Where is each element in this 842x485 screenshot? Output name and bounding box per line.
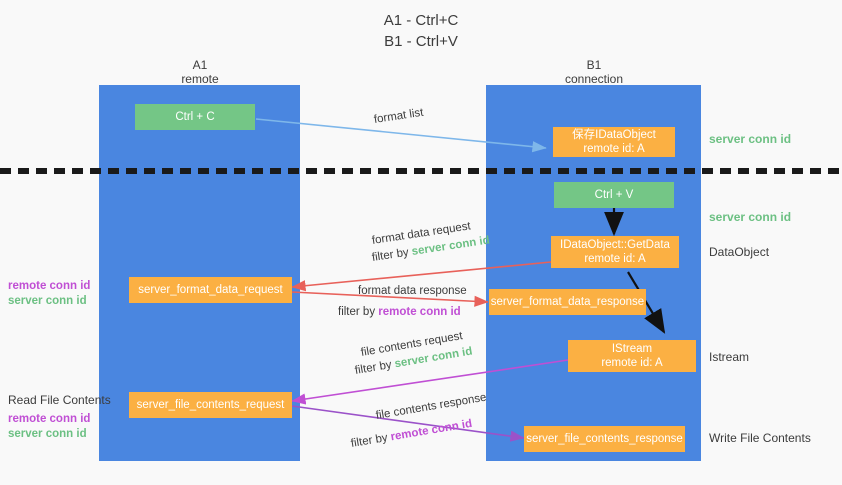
left-label-read-file-contents: Read File Contents (8, 393, 111, 407)
box-server-file-contents-request[interactable]: server_file_contents_request (129, 392, 292, 418)
box-istream-line1: IStream (611, 343, 653, 355)
box-idataobject-getdata-line1: IDataObject::GetData (560, 239, 670, 251)
filter-key-remote-conn-id: remote conn id (389, 417, 474, 444)
edge-label-format-data-response-filter: filter by remote conn id (338, 305, 461, 319)
box-save-idataobject-line1: 保存IDataObject (572, 129, 656, 141)
box-istream-line2: remote id: A (601, 357, 663, 369)
edge-label-format-data-response: format data response (358, 285, 467, 297)
right-label-write-file-contents: Write File Contents (709, 431, 811, 445)
left-label-remote-conn-id-2: remote conn id (8, 413, 91, 425)
filter-prefix: filter by (350, 431, 392, 450)
box-ctrl-v-label: Ctrl + V (594, 189, 634, 201)
left-label-server-conn-id-2: server conn id (8, 428, 87, 440)
column-a1-name: A1 (192, 58, 208, 72)
left-label-server-conn-id-1: server conn id (8, 295, 87, 307)
column-header-a1: A1 remote (120, 58, 280, 86)
box-istream[interactable]: IStream remote id: A (568, 340, 696, 372)
filter-prefix: filter by (371, 246, 413, 264)
right-label-dataobject: DataObject (709, 245, 770, 259)
edge-label-file-contents-response-filter: filter by remote conn id (350, 417, 473, 451)
box-ctrl-v[interactable]: Ctrl + V (554, 182, 674, 208)
filter-prefix: filter by (354, 358, 396, 377)
left-label-remote-conn-id-1: remote conn id (8, 280, 91, 292)
column-b1-sub: connection (564, 72, 624, 86)
filter-prefix: filter by (338, 306, 379, 318)
box-idataobject-getdata[interactable]: IDataObject::GetData remote id: A (551, 236, 679, 268)
box-server-format-data-response[interactable]: server_format_data_response (489, 289, 646, 315)
title-line-1: A1 - Ctrl+C (383, 12, 459, 29)
box-save-idataobject[interactable]: 保存IDataObject remote id: A (553, 127, 675, 157)
box-server-file-contents-response[interactable]: server_file_contents_response (524, 426, 685, 452)
box-server-format-data-request[interactable]: server_format_data_request (129, 277, 292, 303)
right-label-server-conn-id-top: server conn id (709, 132, 792, 146)
box-server-format-data-response-label: server_format_data_response (490, 296, 645, 308)
box-server-file-contents-response-label: server_file_contents_response (526, 433, 683, 445)
box-ctrl-c[interactable]: Ctrl + C (135, 104, 255, 130)
phase-divider (0, 168, 842, 174)
edge-label-format-list: format list (373, 106, 425, 126)
filter-key-remote-conn-id: remote conn id (378, 306, 461, 318)
column-a1-sub: remote (181, 72, 219, 86)
title-line-2: B1 - Ctrl+V (384, 33, 458, 50)
box-server-format-data-request-label: server_format_data_request (138, 284, 283, 296)
right-label-server-conn-id-mid: server conn id (709, 210, 792, 224)
box-ctrl-c-label: Ctrl + C (175, 111, 215, 123)
page-title: A1 - Ctrl+C B1 - Ctrl+V (0, 10, 842, 52)
column-header-b1: B1 connection (514, 58, 674, 86)
box-idataobject-getdata-line2: remote id: A (584, 253, 646, 265)
box-save-idataobject-line2: remote id: A (583, 143, 645, 155)
right-label-istream: Istream (709, 350, 750, 364)
box-server-file-contents-request-label: server_file_contents_request (136, 399, 285, 411)
column-b1-name: B1 (586, 58, 602, 72)
